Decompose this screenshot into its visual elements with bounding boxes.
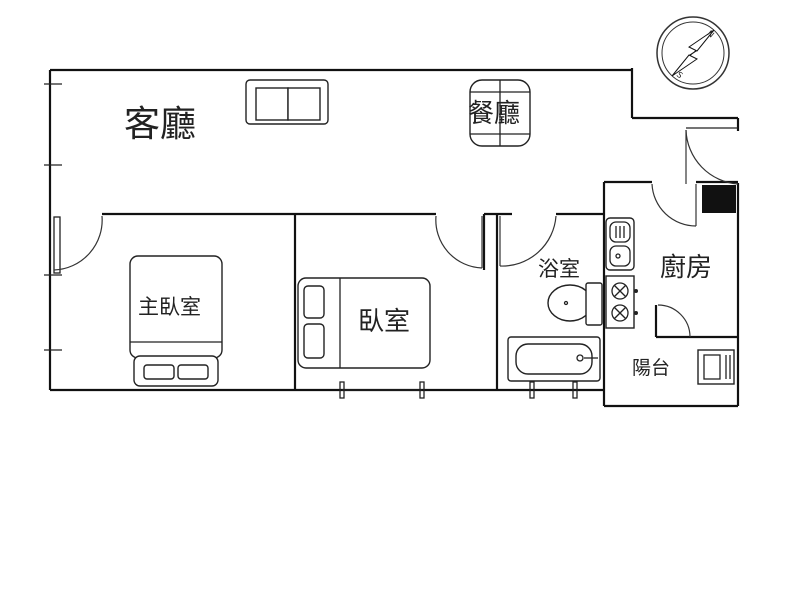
- dining-room-label: 餐廳: [468, 99, 520, 129]
- doors: [53, 129, 739, 338]
- sofa: [245, 79, 329, 125]
- bathtub: [507, 336, 601, 382]
- bathroom-label: 浴室: [538, 257, 580, 281]
- fridge: [702, 185, 736, 213]
- bedroom-label: 臥室: [358, 307, 410, 337]
- compass-south-label: S: [675, 70, 685, 80]
- kitchen-label: 廚房: [660, 253, 712, 283]
- compass-icon: N S: [656, 16, 730, 90]
- master-bed: [129, 255, 223, 387]
- interior-walls: [102, 180, 738, 406]
- bottom-windows: [339, 381, 578, 399]
- compass-north-label: N: [705, 29, 715, 40]
- outer-walls: [48, 68, 740, 408]
- kitchen-sink: [605, 217, 635, 271]
- toilet: [547, 282, 603, 326]
- living-room-label: 客廳: [124, 104, 196, 145]
- left-wall-window-markers: [44, 83, 62, 351]
- dining-table: [469, 79, 531, 147]
- washing-machine: [697, 349, 735, 385]
- balcony-label: 陽台: [632, 357, 670, 379]
- bedroom-bed: [297, 277, 431, 369]
- master-bedroom-label: 主臥室: [138, 295, 201, 319]
- stove: [605, 275, 638, 329]
